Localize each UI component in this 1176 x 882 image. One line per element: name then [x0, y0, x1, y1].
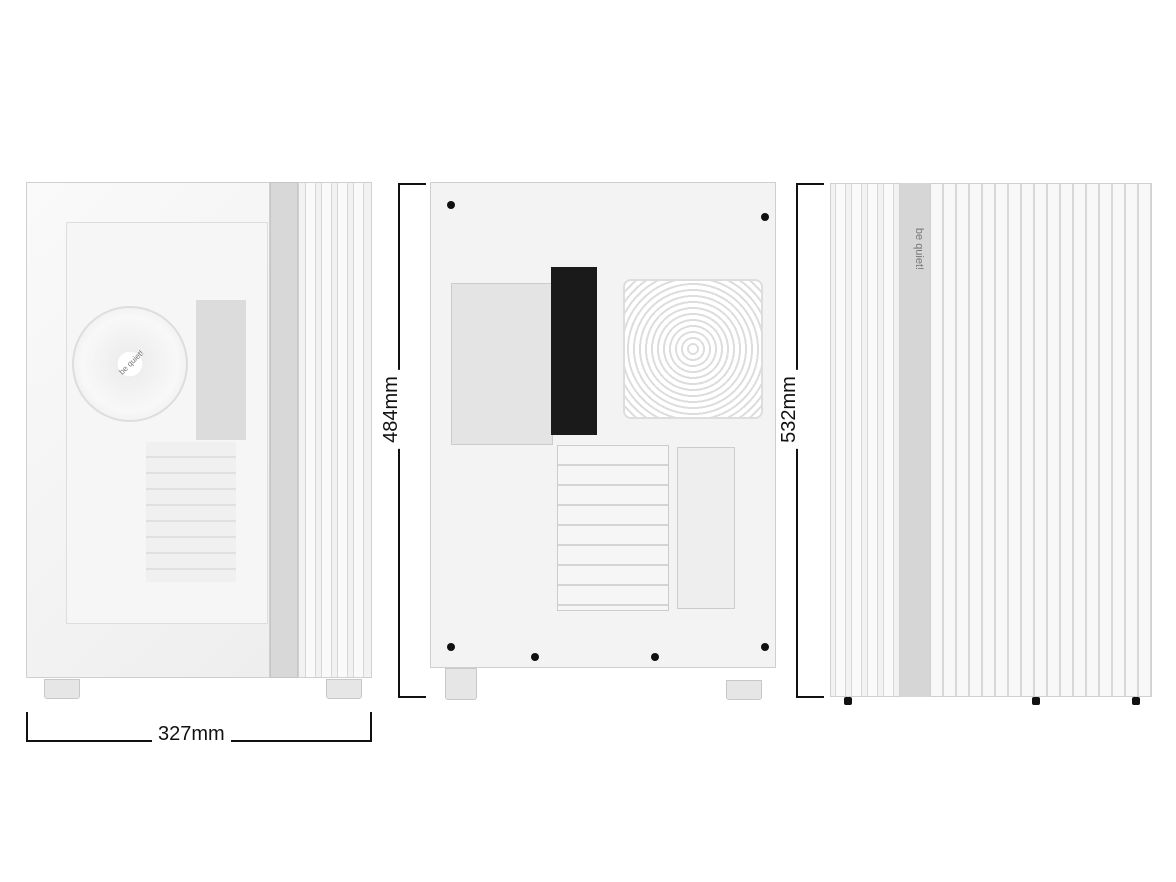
case-rear-view [430, 182, 776, 668]
screw [761, 643, 769, 651]
foot [844, 697, 852, 705]
screw [761, 213, 769, 221]
psu-cutout [451, 283, 553, 445]
front-logo: be quiet! [913, 227, 926, 271]
body-height-dimension-label: 484mm [379, 370, 403, 449]
foot [726, 680, 762, 700]
foot [1132, 697, 1140, 705]
screw [651, 653, 659, 661]
case-front-view: be quiet! [830, 183, 1152, 705]
foot [445, 668, 477, 700]
io-shield [551, 267, 597, 435]
width-dimension-tick-left [26, 712, 28, 742]
foot [44, 679, 80, 699]
front-slats-left [830, 183, 900, 697]
dimension-tick-top [796, 183, 824, 185]
screw [531, 653, 539, 661]
dimension-tick-top [398, 183, 426, 185]
foot [1032, 697, 1040, 705]
rear-fan [623, 279, 763, 419]
screw [447, 201, 455, 209]
expansion-slots [557, 445, 669, 611]
foot [326, 679, 362, 699]
width-dimension-label: 327mm [152, 723, 231, 746]
width-dimension-tick-right [370, 712, 372, 742]
screw [447, 643, 455, 651]
side-bracket [677, 447, 735, 609]
front-panel [298, 182, 372, 678]
fan [72, 306, 188, 422]
total-height-dimension-label: 532mm [777, 370, 801, 449]
dimension-tick-bottom [398, 696, 426, 698]
case-side-view: be quiet! [26, 182, 372, 699]
front-logo-strip [900, 183, 930, 697]
front-mesh-panel [930, 183, 1152, 697]
front-io-strip [270, 182, 298, 678]
gpu-area [196, 300, 246, 440]
expansion-slots [146, 442, 236, 582]
dimension-tick-bottom [796, 696, 824, 698]
